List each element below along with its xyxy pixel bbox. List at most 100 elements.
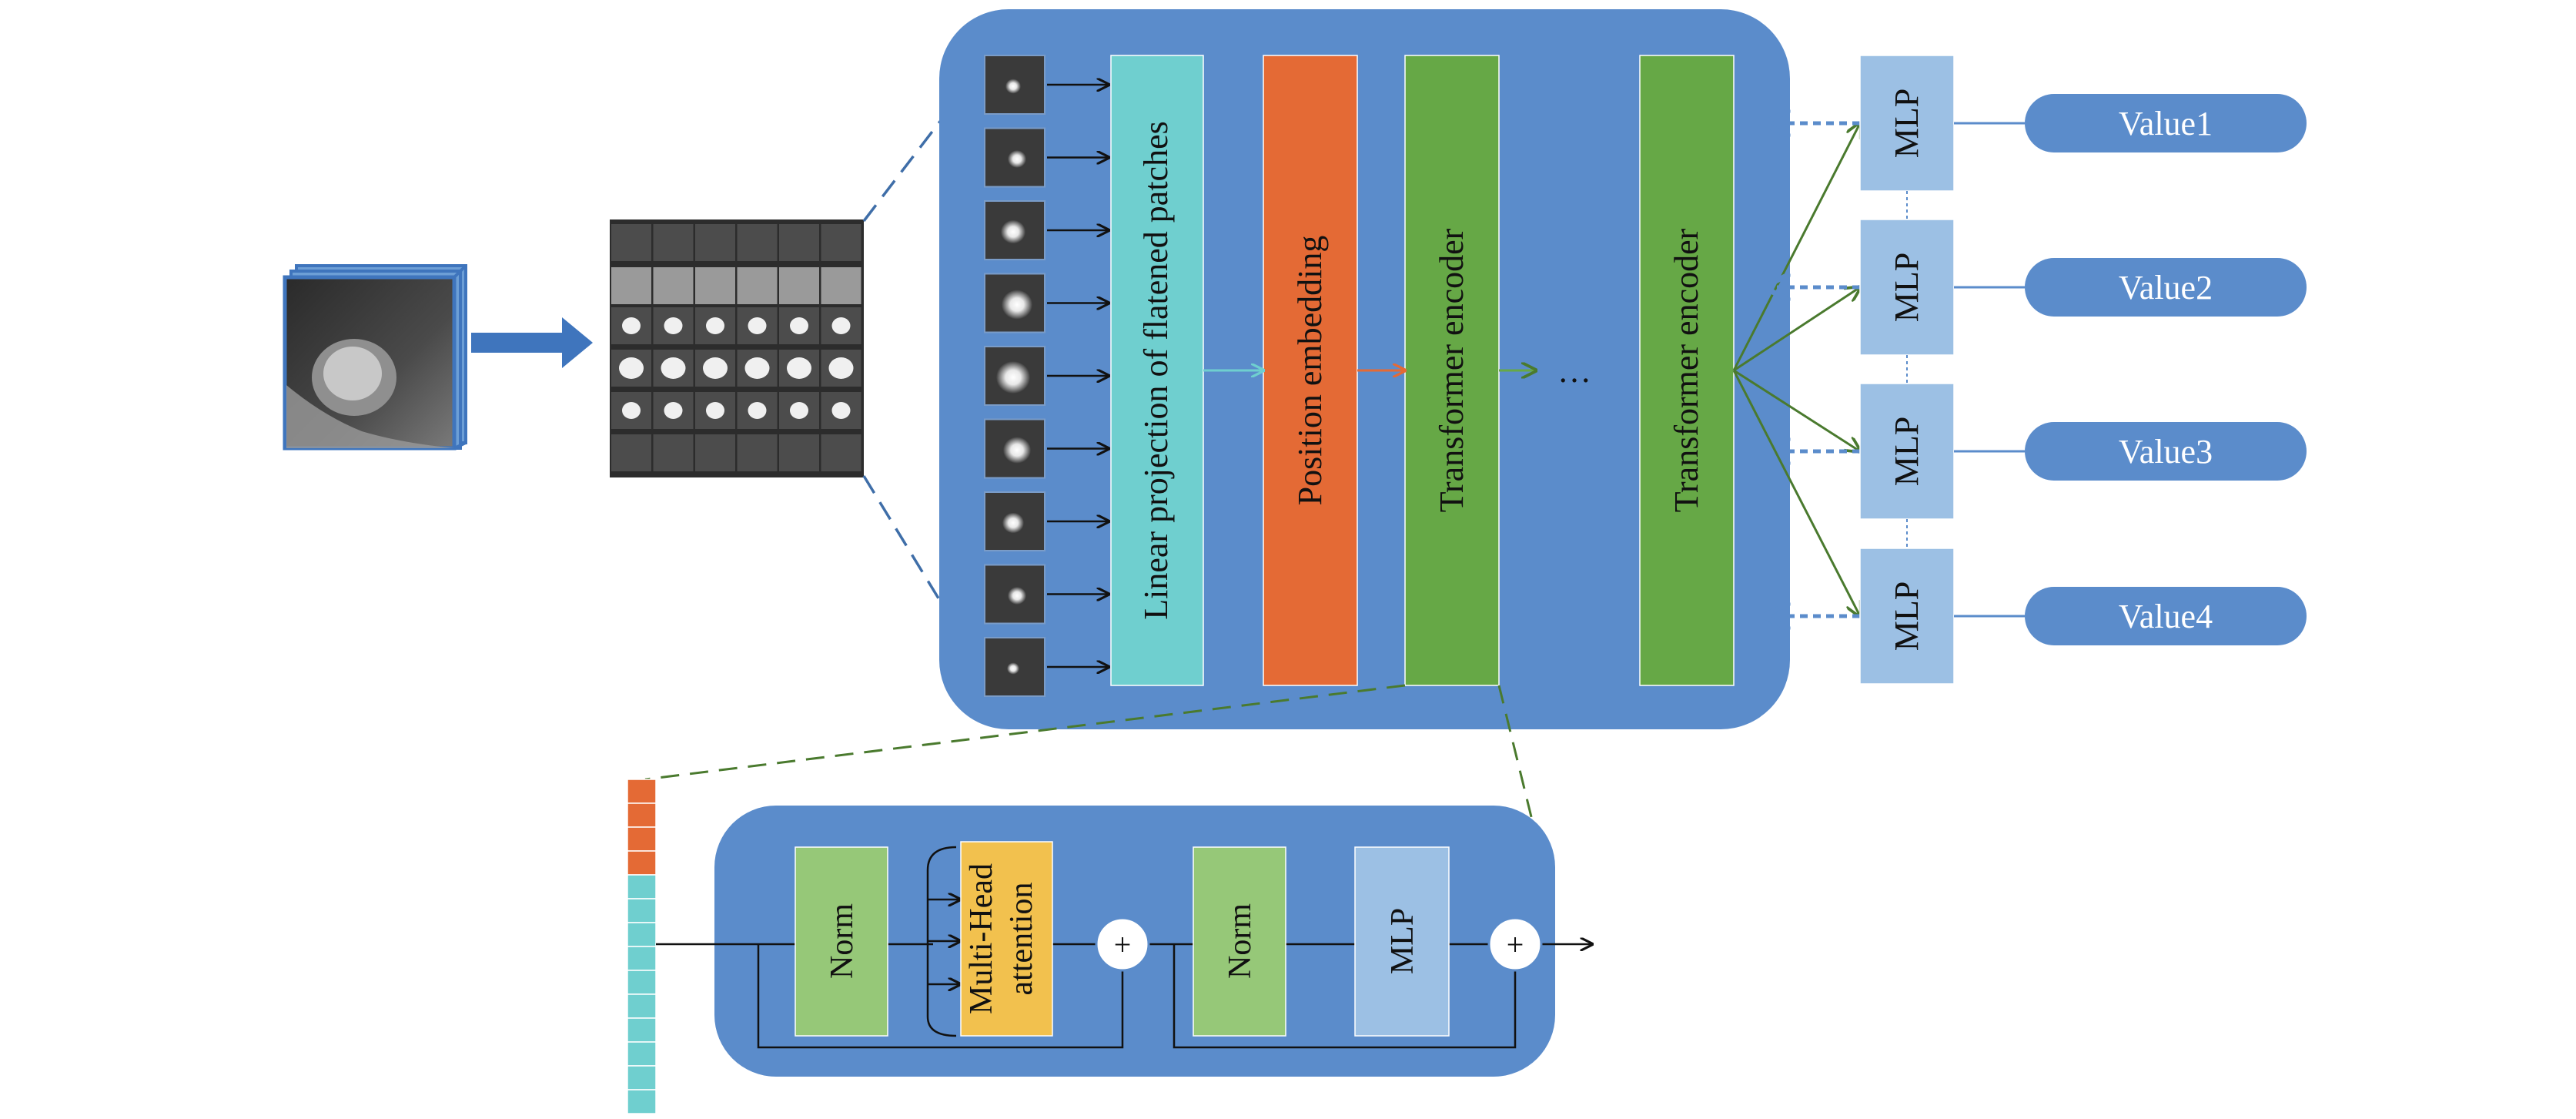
slice-tile	[653, 434, 694, 471]
slice-nodule	[703, 357, 728, 379]
slice-tile	[611, 267, 651, 304]
transformer-encoder-label-1: Transformer encoder	[1433, 228, 1470, 512]
value-pill	[2025, 258, 2307, 317]
mlp-head-block	[1859, 219, 1955, 356]
slice-nodule	[790, 402, 808, 419]
slice-nodule	[748, 317, 767, 334]
mlp-head-block	[1859, 548, 1955, 685]
class-token-cell	[627, 826, 657, 852]
residual-lines	[656, 846, 1592, 1049]
slice-nodule	[622, 402, 641, 419]
patch-thumbnail	[984, 200, 1045, 260]
add-symbol-1: +	[1114, 927, 1132, 962]
value-label: Value2	[2119, 269, 2213, 307]
patch-thumbnail	[984, 346, 1045, 406]
slice-tile	[779, 267, 819, 304]
norm-label-2: Norm	[1223, 903, 1258, 979]
mlp-head-block	[1859, 383, 1955, 520]
slice-nodule	[790, 317, 808, 334]
mlp-head-label: MLP	[1888, 417, 1925, 486]
encoder-to-mlp-arrow	[1733, 369, 1860, 451]
patch-token-cell	[627, 970, 657, 995]
slice-tile	[821, 434, 861, 471]
transformer-encoder-block-1	[1404, 55, 1500, 686]
add-symbol-2: +	[1507, 927, 1524, 962]
slice-nodule	[828, 357, 854, 379]
patch-thumbnail	[984, 491, 1045, 551]
mlp-head-label: MLP	[1888, 89, 1925, 158]
ct-volume-thumbnail	[283, 264, 467, 451]
multi-head-attention-block	[960, 841, 1053, 1037]
norm-label-1: Norm	[825, 903, 860, 979]
slice-nodule	[622, 317, 641, 334]
patch-token-cell	[627, 898, 657, 923]
mlp-head-label: MLP	[1888, 581, 1925, 651]
patch-token-cell	[627, 946, 657, 971]
encoder-to-mlp-arrow	[1732, 370, 1860, 616]
add-circle-icon: +	[1487, 916, 1543, 972]
value-pill	[2025, 587, 2307, 645]
patch-thumbnail	[984, 637, 1045, 697]
patch-token-cell	[627, 993, 657, 1019]
value-label: Value3	[2119, 433, 2213, 471]
value-label: Value4	[2119, 598, 2213, 635]
slice-nodule	[748, 402, 767, 419]
slice-nodule	[664, 317, 683, 334]
slice-tile	[779, 224, 819, 261]
slice-tile	[737, 434, 778, 471]
class-token-cell	[627, 850, 657, 876]
patch-thumbnail	[984, 418, 1045, 479]
slice-grid-thumbnail	[610, 219, 864, 477]
slice-nodule	[787, 357, 811, 379]
slice-tile	[695, 267, 735, 304]
slice-tile	[695, 224, 735, 261]
patch-token-cell	[627, 922, 657, 947]
patch-thumbnail	[984, 564, 1045, 625]
position-embedding-label: Position embedding	[1291, 236, 1329, 506]
patch-thumbnail	[984, 127, 1045, 188]
value-label: Value1	[2119, 105, 2213, 142]
mlp-head-label: MLP	[1888, 253, 1925, 322]
value-pill	[2025, 422, 2307, 481]
slice-tile	[611, 434, 651, 471]
patch-column	[984, 55, 1109, 697]
detail-zoom-line-left	[644, 684, 1406, 781]
token-column	[627, 779, 657, 1114]
add-circle-icon: +	[1095, 916, 1150, 972]
ellipsis: …	[1557, 352, 1591, 390]
norm-block-2	[1193, 846, 1286, 1037]
patch-token-cell	[627, 1065, 657, 1091]
patch-token-cell	[627, 1017, 657, 1043]
detail-zoom-line-right	[1497, 685, 1537, 836]
slice-nodule	[831, 402, 851, 419]
slice-tile	[821, 224, 861, 261]
patch-thumbnail	[984, 55, 1045, 115]
value-pill	[2025, 94, 2307, 152]
slice-nodule	[664, 402, 683, 419]
linear-projection-label: Linear projection of flatened patches	[1137, 121, 1175, 619]
arrow-right-icon	[471, 317, 593, 368]
attention-label-line-2: attention	[1004, 883, 1039, 996]
slice-nodule	[706, 317, 724, 334]
patch-token-cell	[627, 1041, 657, 1067]
inner-mlp-label: MLP	[1385, 908, 1420, 974]
norm-block-1	[795, 846, 888, 1037]
patch-token-cell	[627, 874, 657, 900]
patch-token-cell	[627, 1089, 657, 1114]
slice-tile	[737, 267, 778, 304]
encoder-to-mlp-arrow	[1732, 123, 1860, 371]
class-token-cell	[627, 779, 657, 804]
class-token-cell	[627, 802, 657, 828]
slice-nodule	[706, 402, 724, 419]
patch-thumbnail	[984, 273, 1045, 333]
slice-tile	[821, 267, 861, 304]
attention-label-line-1: Multi-Head	[964, 863, 999, 1014]
slice-tile	[653, 224, 694, 261]
slice-nodule	[619, 357, 644, 379]
slice-nodule	[831, 317, 851, 334]
slice-tile	[695, 434, 735, 471]
transformer-encoder-label-2: Transformer encoder	[1668, 228, 1705, 512]
